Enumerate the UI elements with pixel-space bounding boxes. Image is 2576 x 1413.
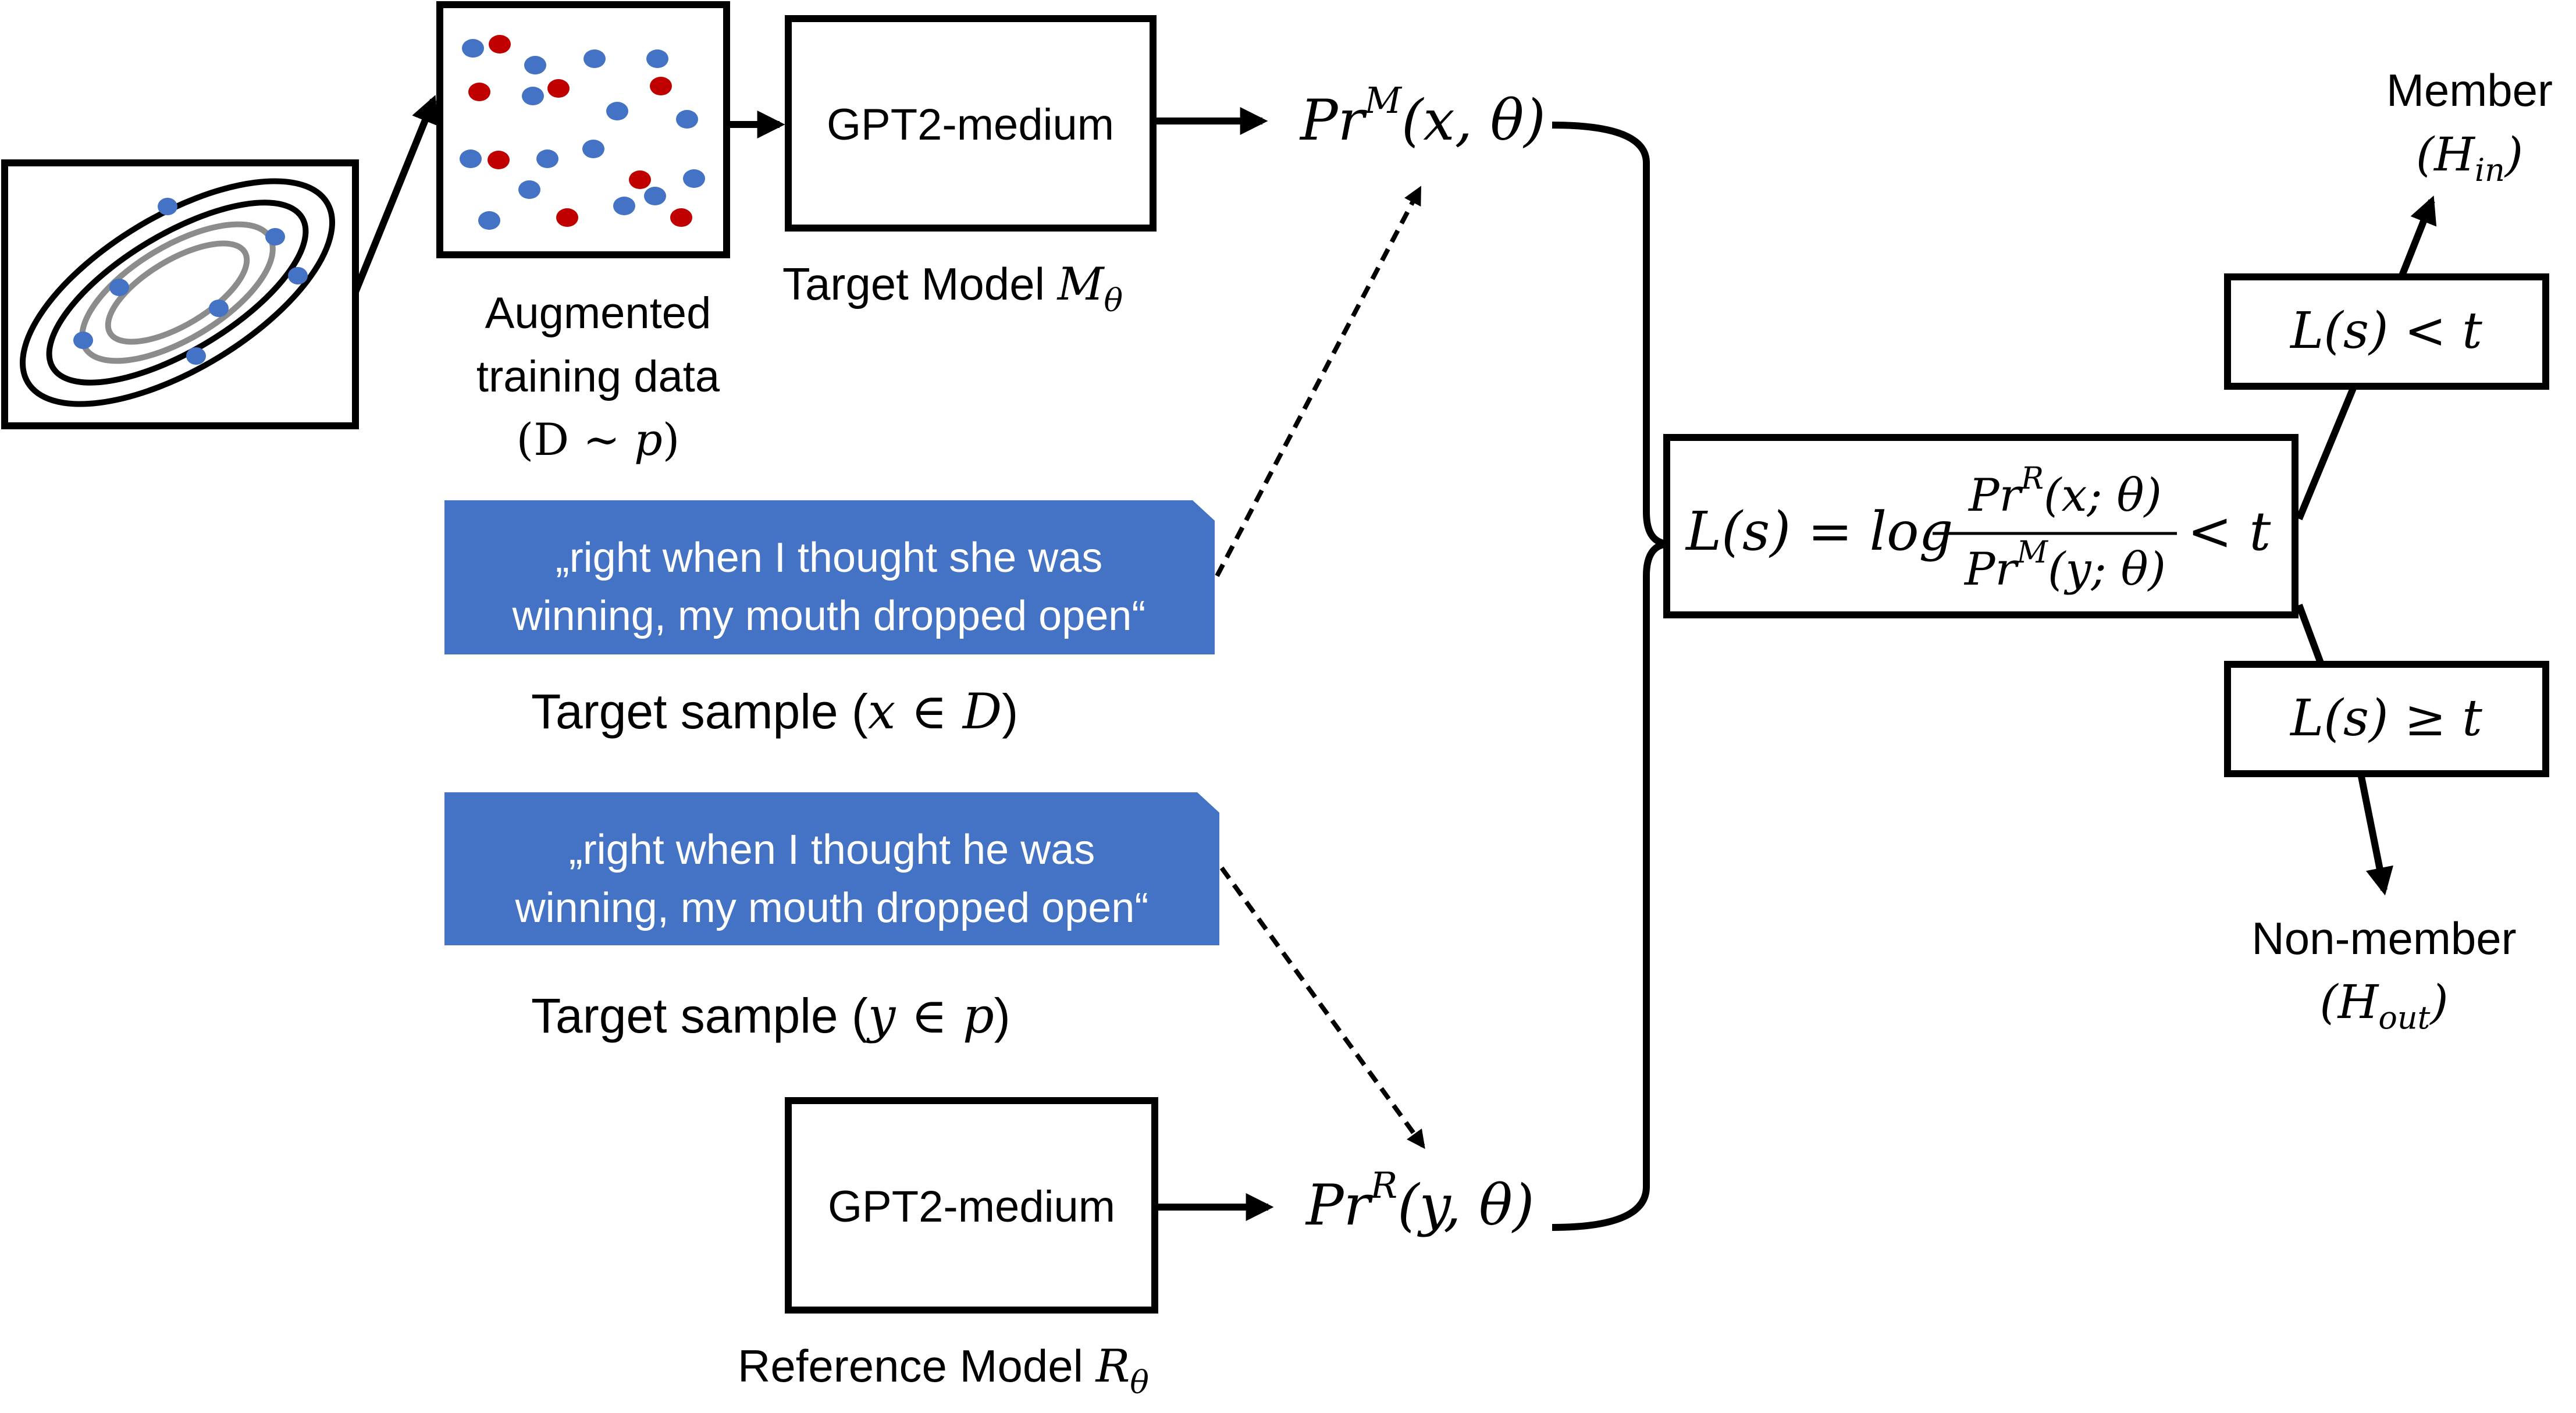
dashed-arrow-x-to-prob — [1215, 186, 1422, 577]
sample-x-quote-box — [444, 500, 1215, 654]
likelihood-box — [1663, 434, 2299, 618]
member-condition: L(s) < t — [2289, 302, 2482, 360]
reference-model-box — [785, 1097, 1158, 1314]
svg-text:training data: training data — [476, 352, 720, 401]
augmented-data-box — [436, 1, 730, 258]
arrow-to-nonmember — [2357, 773, 2394, 896]
target-model-box — [785, 15, 1157, 232]
augmented-red-points — [468, 35, 692, 227]
sample-y-quote-text: „right when I thought he was winning, my… — [515, 827, 1149, 931]
likelihood-formula: L(s) = log PrR(x; θ) PrM(y; θ) < t — [1685, 461, 2271, 596]
svg-text:L(s) = log: L(s) = log — [1685, 500, 1953, 563]
ellipse-distribution-icon — [1, 159, 359, 429]
nonmember-label: Non-member — [2251, 913, 2516, 964]
target-model-label: GPT2-medium — [827, 100, 1114, 150]
reference-model-caption: Reference Model Rθ — [738, 1340, 1149, 1401]
augmented-blue-points — [460, 39, 705, 230]
svg-text:PrM(y; θ): PrM(y; θ) — [1963, 535, 2166, 596]
dashed-arrow-y-to-prob — [1219, 866, 1425, 1149]
branch-line-upper — [2296, 385, 2357, 521]
svg-text:„right when I thought she was: „right when I thought she was — [556, 535, 1103, 581]
member-label: Member — [2386, 65, 2553, 116]
target-model-caption: Target Model Mθ — [782, 258, 1123, 319]
svg-text:„right when I thought he was: „right when I thought he was — [569, 827, 1095, 873]
outer-ellipse — [20, 178, 335, 407]
svg-text:PrR(x; θ): PrR(x; θ) — [1967, 461, 2162, 522]
svg-text:winning, my mouth dropped open: winning, my mouth dropped open“ — [512, 593, 1146, 639]
middle-ellipse — [46, 200, 309, 386]
augmented-data-label: Augmented training data (D ∼ p) — [476, 289, 720, 465]
sample-y-caption: Target sample (y ∈ p) — [531, 987, 1011, 1044]
svg-text:< t: < t — [2187, 500, 2271, 563]
nonmember-condition: L(s) ≥ t — [2289, 689, 2482, 748]
sample-x-caption: Target sample (x ∈ D) — [531, 683, 1018, 740]
prob-target: PrM(x, θ) — [1299, 79, 1546, 153]
svg-text:winning, my mouth dropped open: winning, my mouth dropped open“ — [515, 885, 1149, 931]
inner-ellipse-2 — [105, 240, 250, 345]
member-condition-box — [2224, 273, 2549, 390]
svg-text:(D ∼ p): (D ∼ p) — [517, 414, 680, 465]
distribution-points — [73, 198, 308, 365]
prob-reference: PrR(y, θ) — [1305, 1164, 1534, 1238]
nonmember-hypothesis: (Hout) — [2319, 975, 2448, 1036]
brace-connector — [1552, 122, 1670, 1231]
member-hypothesis: (Hin) — [2416, 127, 2523, 188]
branch-line-lower — [2296, 603, 2325, 666]
sample-y-quote-box — [444, 792, 1219, 945]
sample-x-quote-text: „right when I thought she was winning, m… — [512, 535, 1146, 639]
reference-model-label: GPT2-medium — [828, 1182, 1115, 1232]
arrow-distribution-to-data — [352, 95, 438, 294]
arrow-to-member — [2398, 195, 2437, 279]
nonmember-condition-box — [2224, 661, 2549, 777]
svg-text:Augmented: Augmented — [485, 289, 711, 338]
